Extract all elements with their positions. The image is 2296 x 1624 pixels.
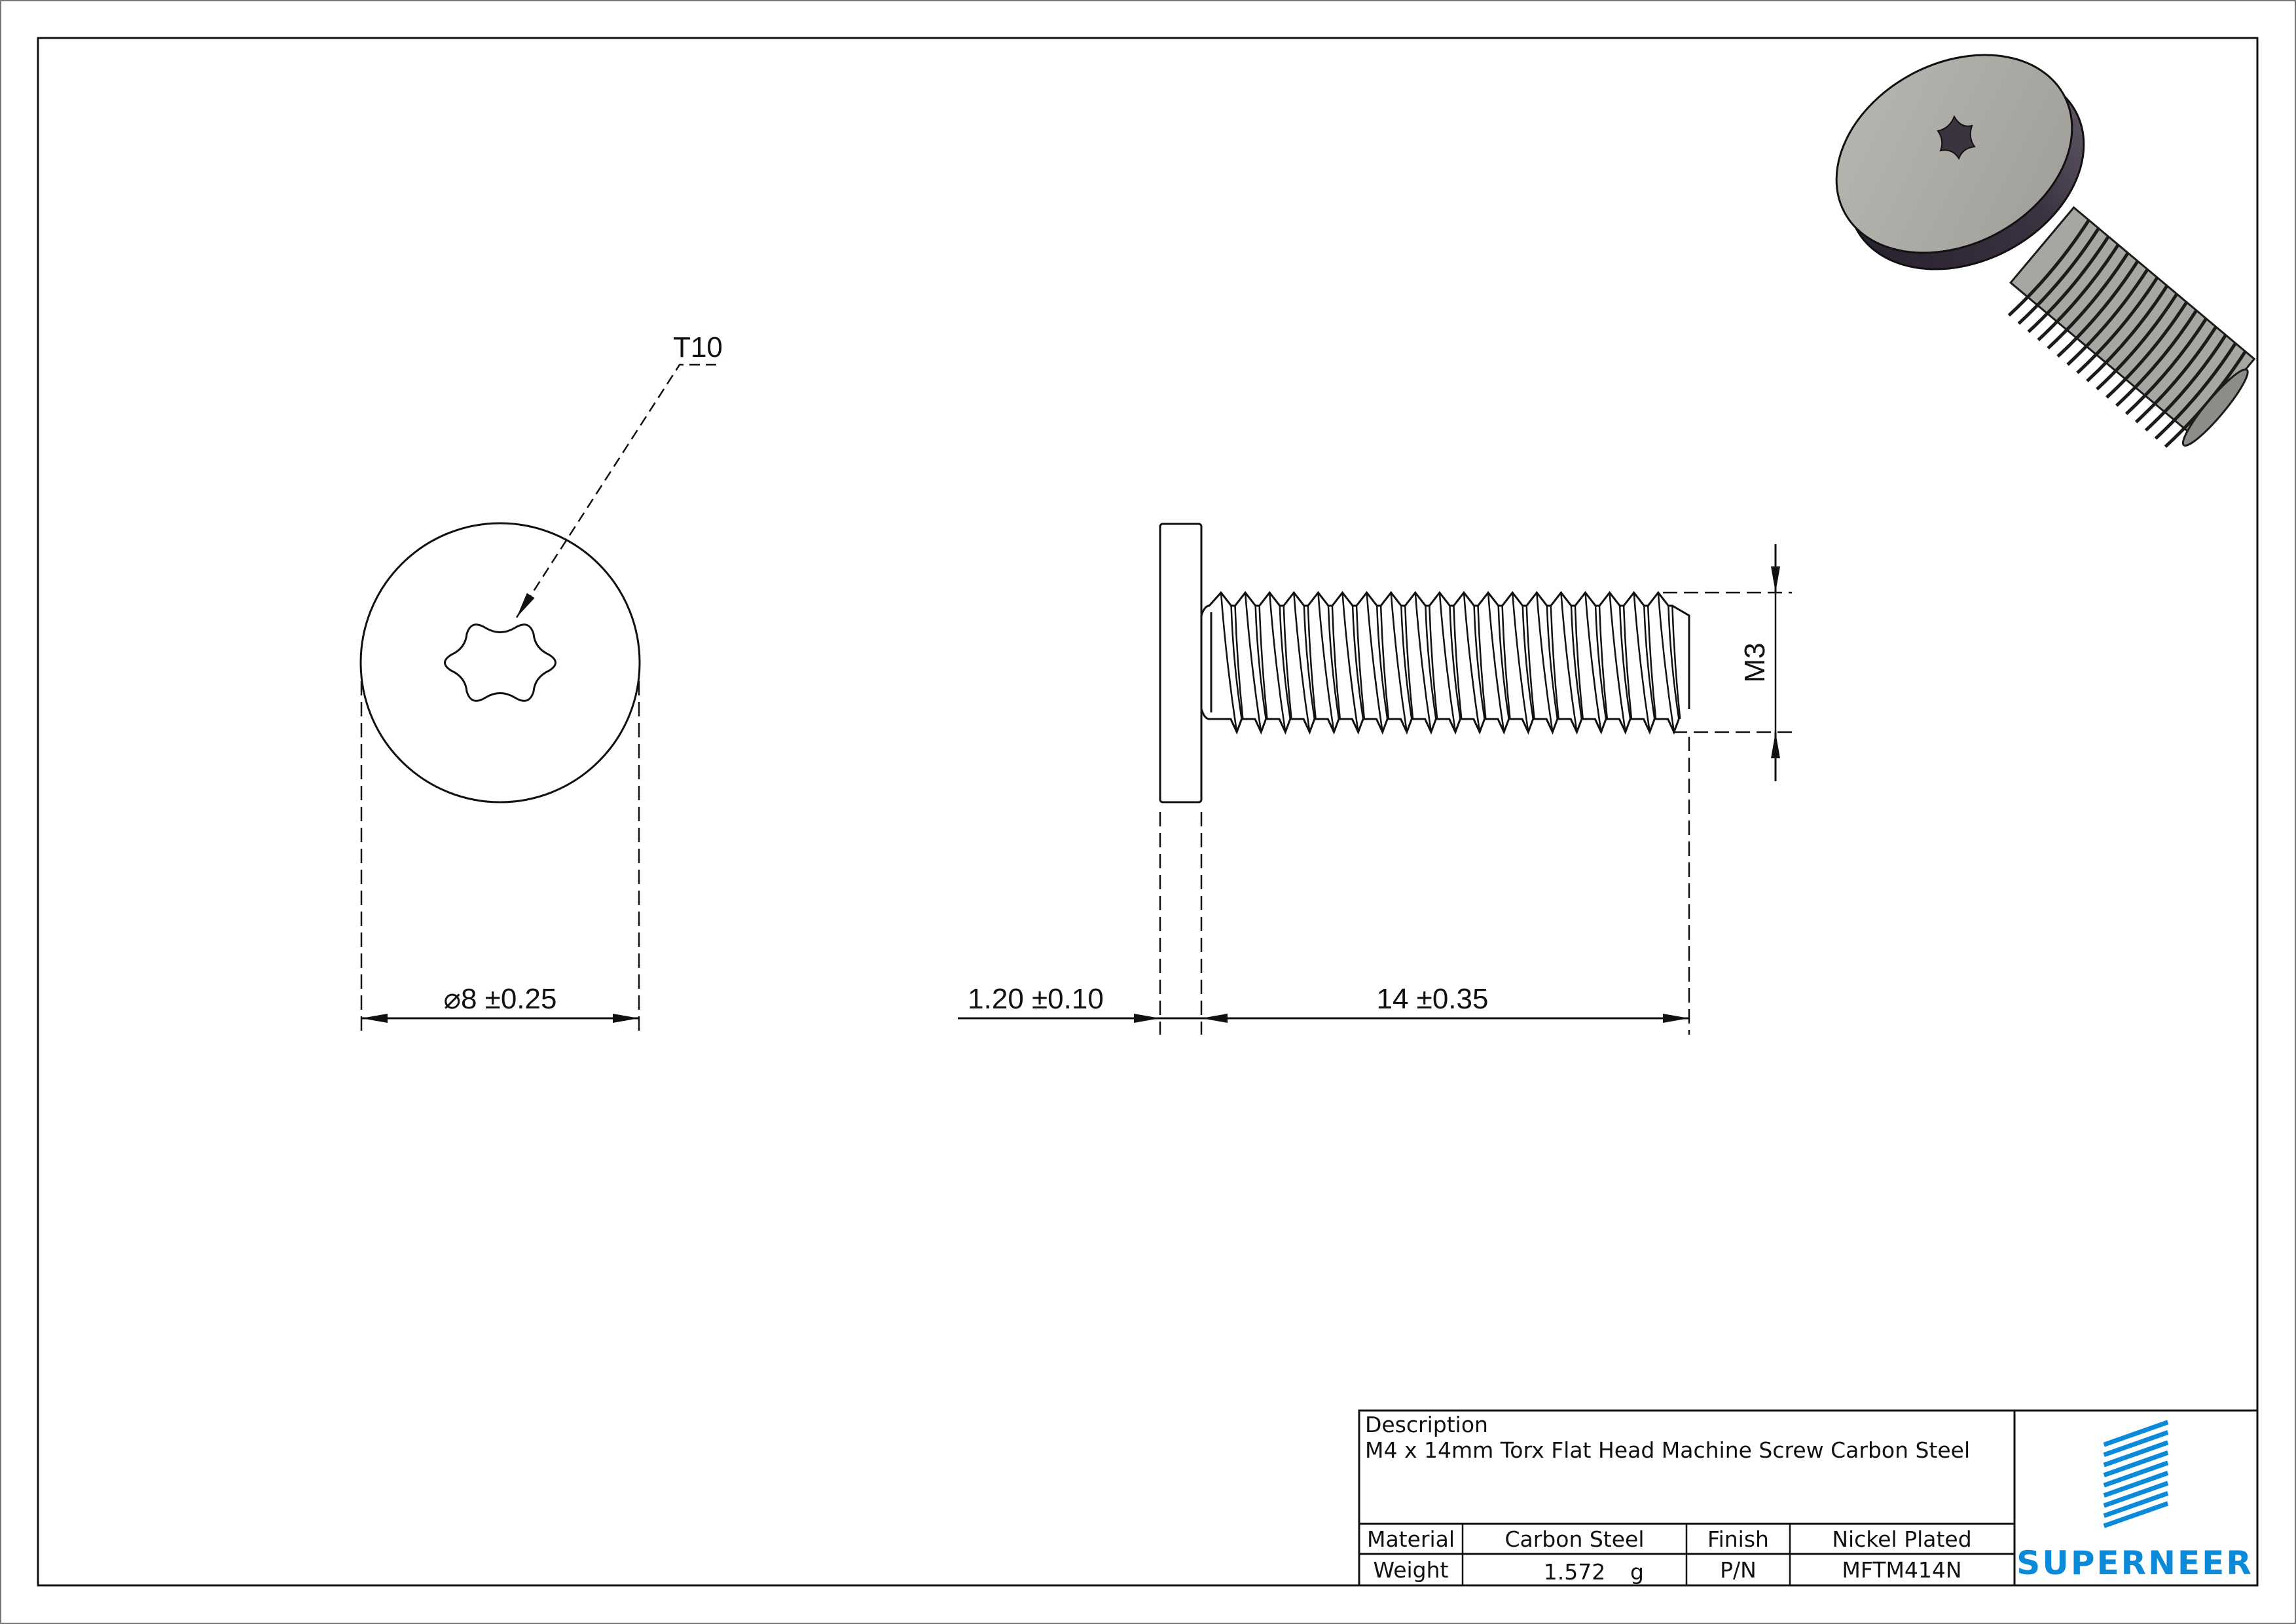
- pn-value: MFTM414N: [1842, 1557, 1961, 1583]
- screw-3d-render-icon: [1835, 54, 2256, 449]
- weight-unit: g: [1630, 1559, 1644, 1585]
- logo-stripes-icon: [2103, 1420, 2169, 1528]
- thread-dimension: M3: [1739, 642, 1771, 682]
- weight-value: 1.572: [1544, 1559, 1605, 1585]
- head-thickness-dimension: 1.20 ±0.10: [968, 983, 1104, 1015]
- finish-label: Finish: [1707, 1526, 1769, 1552]
- drawing-border: [37, 37, 2259, 1587]
- head-outline: [359, 522, 641, 803]
- drive-callout: T10: [673, 331, 723, 363]
- description-value: M4 x 14mm Torx Flat Head Machine Screw C…: [1365, 1437, 1970, 1463]
- pn-label: P/N: [1720, 1557, 1757, 1583]
- superneer-logo: SUPERNEER: [2016, 1420, 2253, 1582]
- finish-value: Nickel Plated: [1832, 1526, 1971, 1552]
- weight-label: Weight: [1374, 1557, 1449, 1583]
- torx-recess-icon: [444, 623, 556, 702]
- thread-profile: [1200, 591, 1690, 735]
- screw-head-side: [1159, 523, 1203, 803]
- diameter-dimension: ⌀8 ±0.25: [444, 983, 557, 1015]
- front-view: T10 ⌀8 ±0.25: [359, 331, 723, 1035]
- title-block: Description M4 x 14mm Torx Flat Head Mac…: [1358, 1409, 2259, 1587]
- material-label: Material: [1367, 1526, 1455, 1552]
- length-dimension: 14 ±0.35: [1377, 983, 1489, 1015]
- logo-text: SUPERNEER: [2016, 1544, 2253, 1582]
- description-label: Description: [1365, 1412, 1488, 1437]
- side-view: 1.20 ±0.10 14 ±0.35 M3: [958, 523, 1792, 1035]
- material-value: Carbon Steel: [1504, 1526, 1644, 1552]
- drive-leader-line: [515, 363, 716, 618]
